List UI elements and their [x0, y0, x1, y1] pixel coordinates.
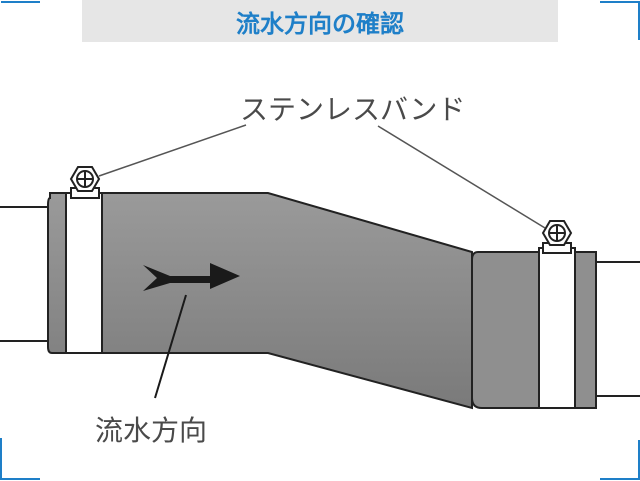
- hex-screw-icon: [69, 166, 101, 192]
- page-title: 流水方向の確認: [236, 9, 404, 38]
- stainless-band-label: ステンレスバンド: [240, 93, 466, 126]
- right-band: [538, 247, 576, 409]
- title-bar: 流水方向の確認: [82, 0, 558, 42]
- right-pipe: [596, 261, 640, 397]
- flow-direction-label: 流水方向: [95, 414, 208, 447]
- flow-arrow-icon: [143, 263, 240, 291]
- right-socket: [471, 251, 597, 409]
- left-pipe: [0, 206, 50, 342]
- flow-leader: [154, 294, 187, 399]
- left-band: [65, 192, 103, 354]
- band-leader-right: [377, 125, 546, 229]
- reducer-body: [47, 192, 473, 410]
- band-leader-left: [98, 124, 247, 177]
- hex-screw-icon: [541, 220, 573, 246]
